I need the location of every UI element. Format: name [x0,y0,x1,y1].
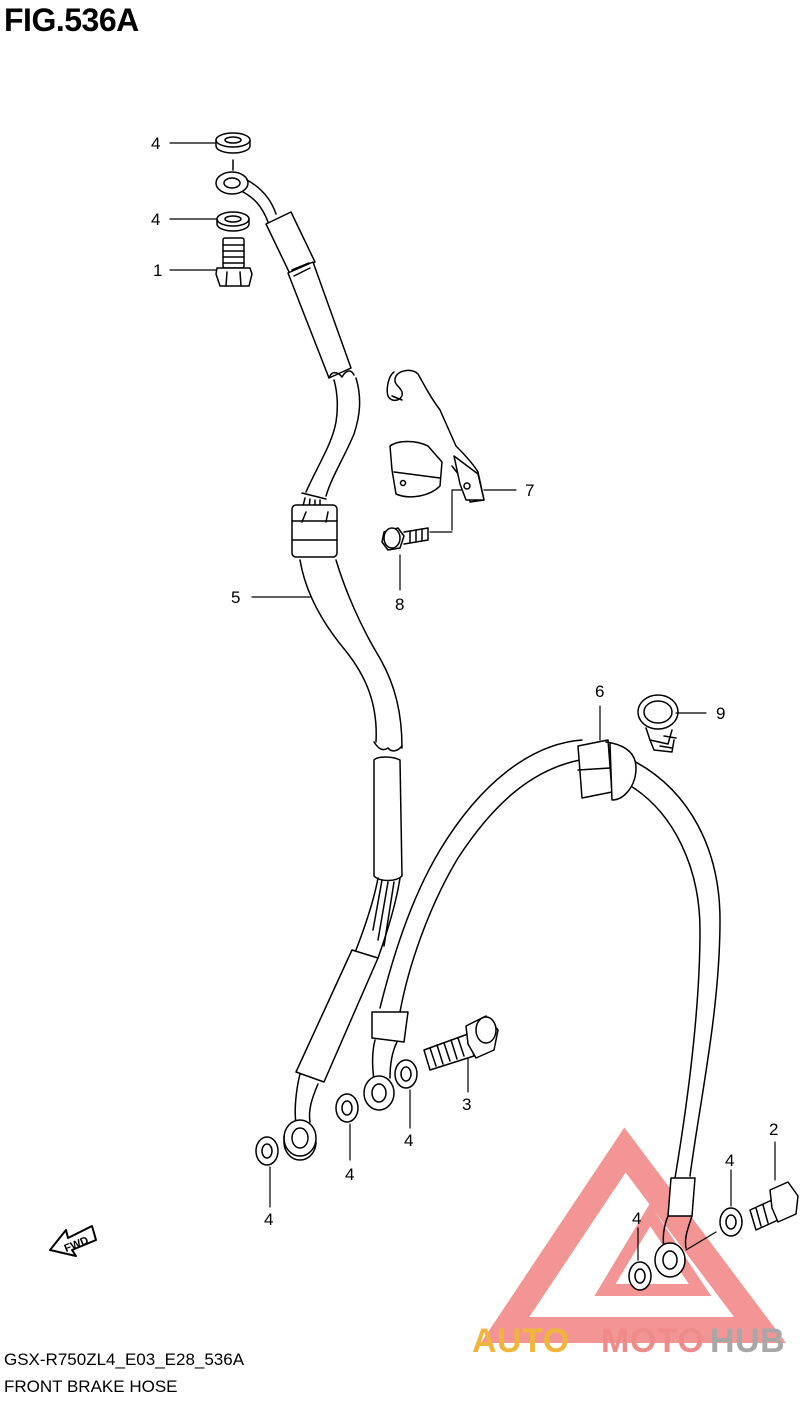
forward-arrow-icon [49,1225,97,1257]
diagram-caption: FRONT BRAKE HOSE [4,1377,178,1396]
washer-lower-right-a [628,1261,652,1291]
callout-1: 1 [153,261,162,280]
hose-grommet [577,739,637,801]
washer-lower-left [255,1136,279,1166]
union-bolt-middle [423,1015,499,1071]
washer-lower-middle-b [394,1059,418,1089]
model-code: GSX-R750ZL4_E03_E28_536A [4,1350,245,1369]
callout-3: 3 [462,1095,471,1114]
banjo-fitting-lower-middle [363,1075,395,1111]
callout-4-lower-middle-right: 4 [404,1131,413,1150]
upper-banjo-fitting [215,159,277,223]
union-bolt-right [749,1181,799,1231]
callout-4-upper-middle: 4 [151,210,160,229]
hose-bracket [386,369,485,503]
callout-8: 8 [395,595,404,614]
union-bolt-upper [215,237,253,287]
bracket-bolt [381,527,429,551]
callout-6: 6 [595,682,604,701]
brake-hose-upper [265,211,403,1125]
callout-4-lower-right-b: 4 [725,1151,734,1170]
hose-clamp [637,694,679,753]
callout-7: 7 [525,481,534,500]
callout-4-lower-middle-left: 4 [345,1165,354,1184]
watermark-text-hub: HUB [710,1322,786,1360]
callout-4-lower-left: 4 [264,1210,273,1229]
upper-washer-top [215,132,251,154]
watermark-triangle-icon [480,1127,786,1343]
upper-washer-middle [216,211,250,232]
callout-2: 2 [769,1120,778,1139]
banjo-fitting-lower-left [283,1119,317,1161]
watermark-text-auto: AUTO [472,1322,570,1360]
leader-lines [169,142,776,1261]
watermark-text-moto: MOTO [601,1322,705,1360]
figure-title: FIG.536A [4,2,139,38]
washer-lower-middle-a [335,1093,359,1123]
callout-9: 9 [716,704,725,723]
banjo-fitting-lower-right [654,1242,686,1278]
callout-4-upper-top: 4 [151,134,160,153]
brake-hose-lower [371,739,721,1249]
callout-5: 5 [231,588,240,607]
washer-lower-right-b [719,1207,743,1237]
callout-4-lower-right-a: 4 [632,1209,641,1228]
